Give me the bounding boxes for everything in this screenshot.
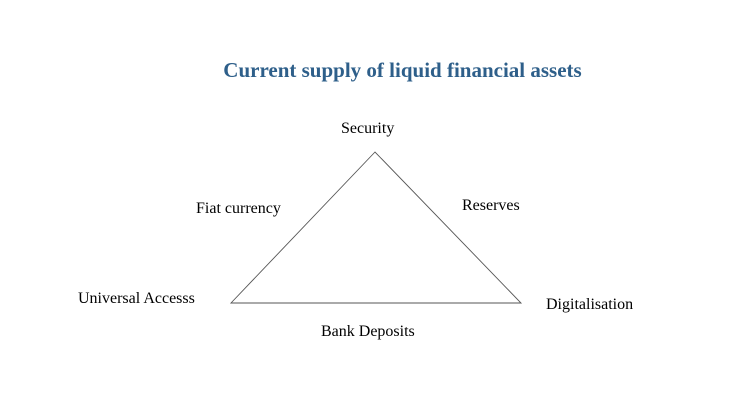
edge-label-bank-deposits: Bank Deposits: [321, 323, 415, 340]
triangle-shape: [229, 151, 523, 304]
edge-label-reserves: Reserves: [462, 197, 520, 214]
edge-label-fiat-currency: Fiat currency: [196, 200, 281, 217]
vertex-label-universal-access: Universal Accesss: [78, 290, 195, 307]
diagram-title: Current supply of liquid financial asset…: [223, 58, 582, 82]
vertex-label-security: Security: [341, 120, 395, 137]
vertex-label-digitalisation: Digitalisation: [546, 296, 634, 313]
